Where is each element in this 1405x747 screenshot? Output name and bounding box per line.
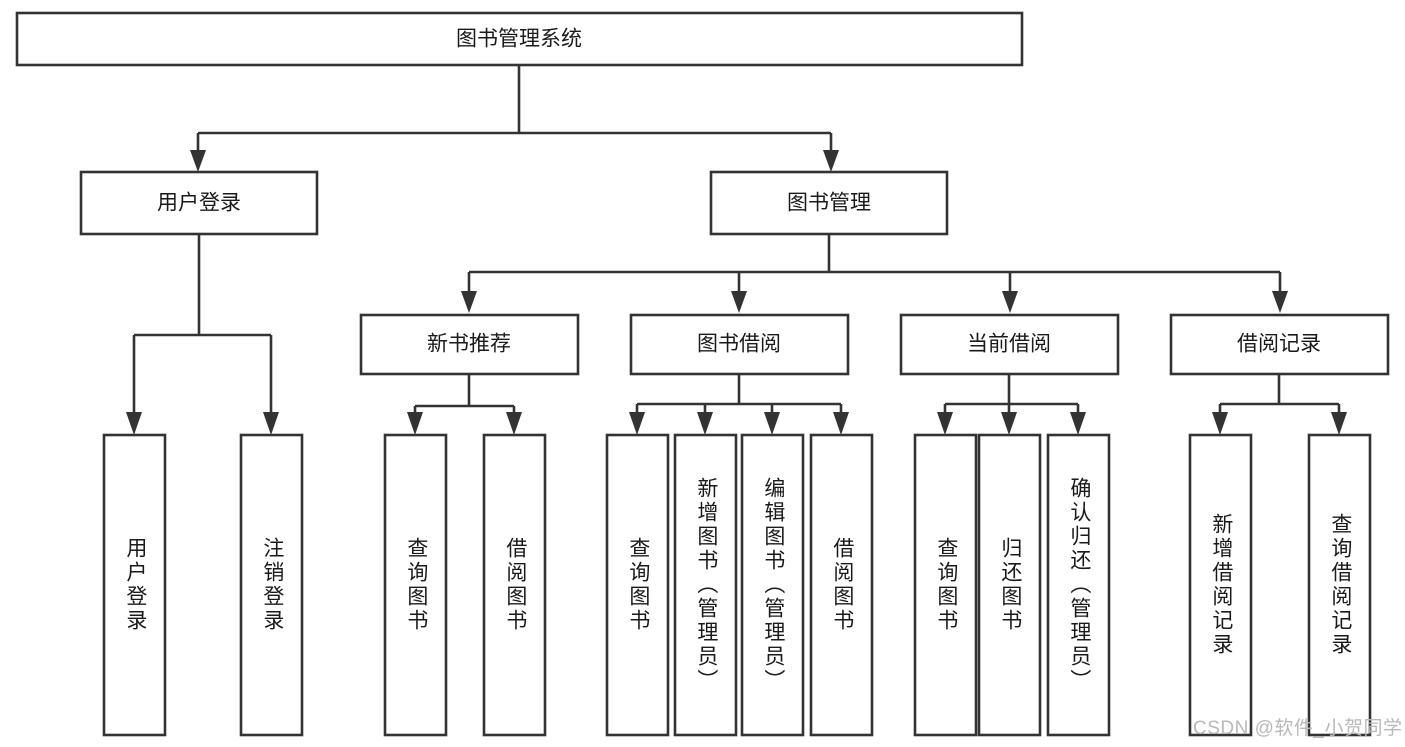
node-book-management[interactable]: 图书管理 (709, 170, 949, 236)
node-current-borrow-label: 当前借阅 (967, 333, 1051, 356)
node-new-book-recommend-label: 新书推荐 (427, 333, 511, 356)
leaf-box-add-borrow-record[interactable] (1188, 433, 1253, 737)
arrow-head-icon (1272, 291, 1288, 313)
node-book-management-label: 图书管理 (787, 192, 871, 215)
node-book-borrow-label: 图书借阅 (697, 333, 781, 356)
arrow-head-icon (1070, 412, 1086, 435)
leaf-box-borrow-book-1[interactable] (482, 433, 547, 737)
arrow-head-icon (407, 412, 423, 435)
arrow-head-icon (190, 150, 206, 172)
leaf-box-return-book[interactable] (977, 433, 1042, 737)
node-user-login-box[interactable] (79, 170, 319, 236)
node-current-borrow-box[interactable] (899, 313, 1120, 376)
node-new-book-recommend[interactable]: 新书推荐 (359, 313, 580, 376)
leaf-box-query-book-2[interactable] (605, 433, 670, 737)
node-current-borrow[interactable]: 当前借阅 (899, 313, 1120, 376)
leaf-box-logout[interactable] (239, 433, 304, 737)
arrow-head-icon (263, 412, 279, 435)
leaf-box-add-book-admin[interactable] (673, 433, 738, 737)
arrow-head-icon (731, 291, 747, 313)
arrow-head-icon (1331, 412, 1347, 435)
node-new-book-recommend-box[interactable] (359, 313, 580, 376)
arrow-head-icon (629, 412, 645, 435)
connector-user-login-to-leaves (126, 234, 279, 435)
arrow-head-icon (764, 412, 780, 435)
node-root-box[interactable] (15, 11, 1024, 67)
node-user-login[interactable]: 用户登录 (79, 170, 319, 236)
node-user-login-label: 用户登录 (157, 192, 241, 215)
node-root-label: 图书管理系统 (456, 28, 582, 51)
arrow-head-icon (461, 291, 477, 313)
leaf-box-borrow-book-2[interactable] (809, 433, 874, 737)
node-book-borrow[interactable]: 图书借阅 (629, 313, 850, 376)
arrow-head-icon (506, 412, 522, 435)
leaf-box-user-login[interactable] (102, 433, 167, 737)
connector-borrow-records-to-leaves (1212, 374, 1347, 435)
node-root[interactable]: 图书管理系统 (15, 11, 1024, 67)
connector-book-borrow-to-leaves (629, 374, 849, 435)
connector-root-to-level2 (190, 65, 839, 172)
arrow-head-icon (937, 412, 953, 435)
arrow-head-icon (697, 412, 713, 435)
arrow-head-icon (1001, 412, 1017, 435)
leaf-box-edit-book-admin[interactable] (740, 433, 805, 737)
connector-book-management-to-level3 (461, 234, 1288, 313)
arrow-head-icon (1002, 291, 1018, 313)
node-borrow-records[interactable]: 借阅记录 (1169, 313, 1390, 376)
connector-new-book-to-leaves (407, 374, 522, 435)
leaf-box-query-book-3[interactable] (913, 433, 978, 737)
arrow-head-icon (823, 150, 839, 172)
csdn-watermark: CSDN @软件_小贺同学 (1193, 718, 1403, 739)
leaf-box-query-borrow-record[interactable] (1307, 433, 1372, 737)
arrow-head-icon (1212, 412, 1228, 435)
leaf-box-confirm-return-admin[interactable] (1046, 433, 1111, 737)
connector-current-borrow-to-leaves (937, 374, 1086, 435)
leaf-box-query-book-1[interactable] (383, 433, 448, 737)
arrow-head-icon (126, 412, 142, 435)
node-borrow-records-label: 借阅记录 (1237, 333, 1321, 356)
arrow-head-icon (833, 412, 849, 435)
